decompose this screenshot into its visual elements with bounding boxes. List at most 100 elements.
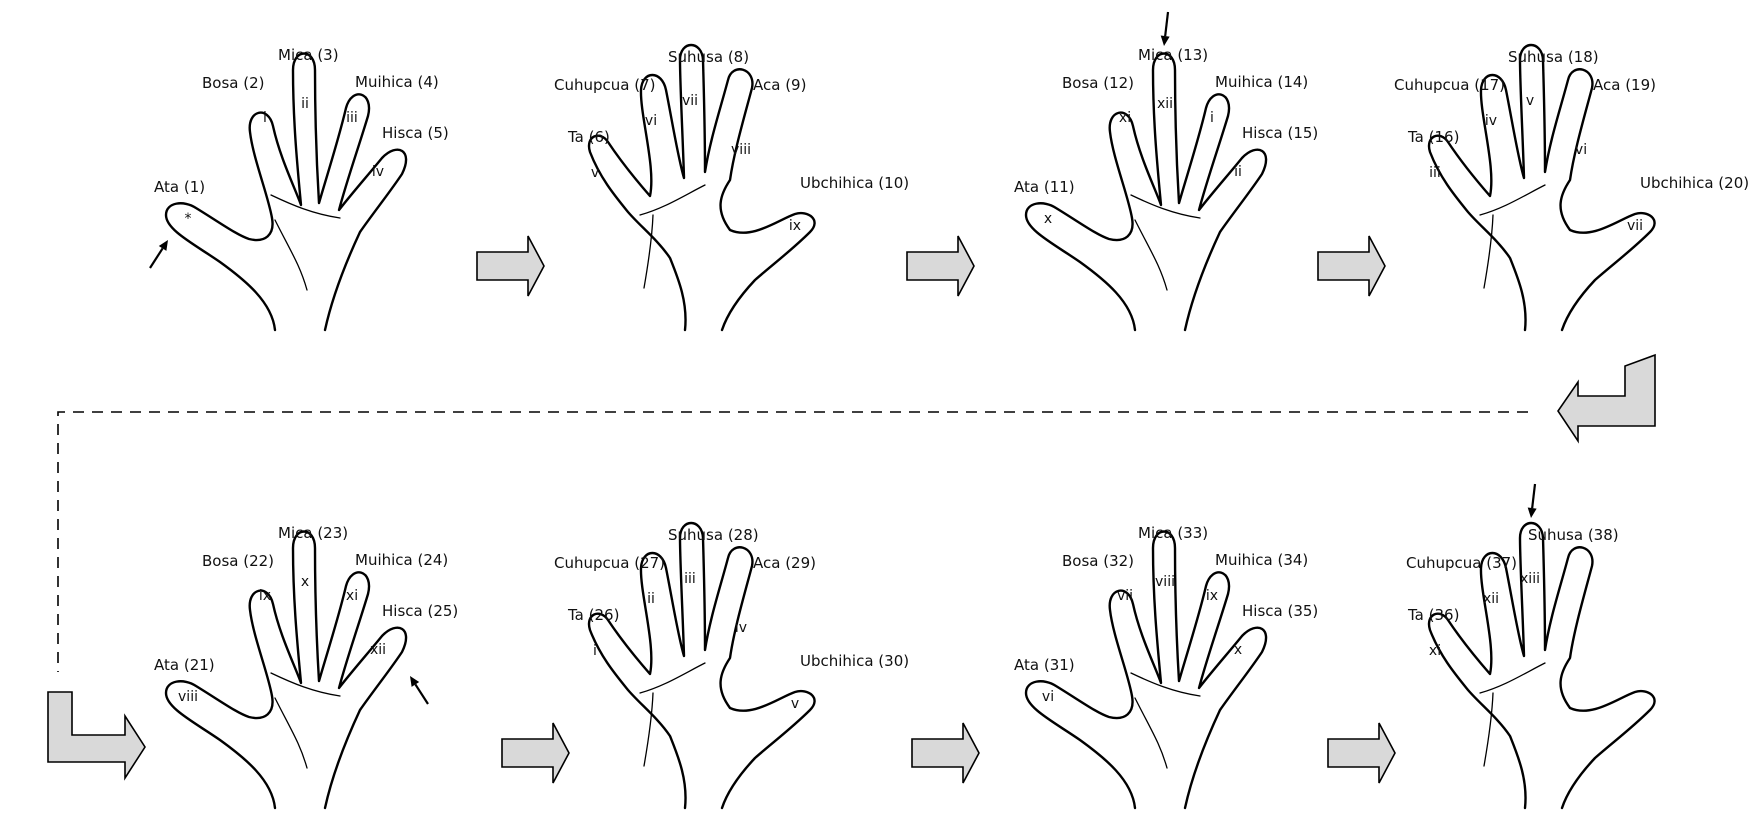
palm-crease xyxy=(643,214,654,289)
finger-label: Aca (9) xyxy=(753,76,806,94)
finger-count-mark: ix xyxy=(259,588,271,604)
finger-label: Bosa (2) xyxy=(202,74,265,92)
finger-label: Ta (16) xyxy=(1407,128,1459,146)
finger-count-mark: ix xyxy=(1206,588,1218,604)
hand-outline xyxy=(164,52,408,332)
finger-label: Ata (31) xyxy=(1014,656,1075,674)
palm-crease xyxy=(1483,692,1494,767)
finger-count-mark: vi xyxy=(1575,142,1587,158)
finger-count-mark: x xyxy=(301,574,309,590)
finger-count-mark: x xyxy=(1044,211,1052,227)
finger-label: Ubchihica (20) xyxy=(1640,174,1749,192)
finger-count-mark: xii xyxy=(1483,591,1499,607)
finger-label: Suhusa (8) xyxy=(668,48,749,66)
flow-arrow-right xyxy=(1317,235,1386,297)
palm-crease xyxy=(1130,672,1201,697)
finger-label: Cuhupcua (27) xyxy=(554,554,665,572)
finger-count-mark: xiii xyxy=(1520,571,1540,587)
hand-outline xyxy=(587,43,816,332)
finger-count-mark: vii xyxy=(1627,218,1643,234)
finger-label: Muihica (4) xyxy=(355,73,439,91)
finger-count-mark: viii xyxy=(1155,574,1175,590)
flow-arrow-right xyxy=(501,722,570,784)
flow-arrow-right xyxy=(1327,722,1396,784)
finger-label: Cuhupcua (17) xyxy=(1394,76,1505,94)
entry-arrow-right xyxy=(47,691,146,781)
finger-label: Cuhupcua (7) xyxy=(554,76,655,94)
finger-label: Muihica (34) xyxy=(1215,551,1308,569)
hand-outline xyxy=(1427,43,1656,332)
finger-count-mark: iii xyxy=(346,110,358,126)
palm-crease xyxy=(639,662,706,694)
finger-count-mark: ii xyxy=(647,591,655,607)
finger-label: Ata (21) xyxy=(154,656,215,674)
finger-count-mark: i xyxy=(593,643,597,659)
finger-label: Hisca (35) xyxy=(1242,602,1318,620)
finger-count-mark: vi xyxy=(1042,689,1054,705)
finger-label: Hisca (25) xyxy=(382,602,458,620)
finger-label: Muihica (14) xyxy=(1215,73,1308,91)
finger-label: Aca (19) xyxy=(1593,76,1656,94)
palm-crease xyxy=(1483,214,1494,289)
finger-count-mark: x xyxy=(1234,642,1242,658)
finger-count-mark: iii xyxy=(1429,165,1441,181)
hand-outline xyxy=(587,521,816,810)
finger-label: Bosa (22) xyxy=(202,552,274,570)
finger-count-mark: vii xyxy=(1117,588,1133,604)
finger-count-mark: iv xyxy=(735,620,747,636)
finger-count-mark: ii xyxy=(301,96,309,112)
finger-label: Bosa (12) xyxy=(1062,74,1134,92)
dashed-connector xyxy=(57,411,1528,672)
finger-count-mark: v xyxy=(1526,93,1534,109)
finger-count-mark: v xyxy=(791,696,799,712)
palm-crease xyxy=(1134,219,1168,291)
hand-outline xyxy=(164,530,408,810)
finger-count-mark: iv xyxy=(1485,113,1497,129)
finger-label: Aca (29) xyxy=(753,554,816,572)
finger-count-mark: i xyxy=(1210,110,1214,126)
finger-count-mark: iv xyxy=(372,164,384,180)
finger-label: Mica (3) xyxy=(278,46,339,64)
finger-count-mark: ix xyxy=(789,218,801,234)
hand-outline xyxy=(1024,530,1268,810)
finger-count-mark: xii xyxy=(1157,96,1173,112)
finger-count-mark: * xyxy=(185,211,192,227)
palm-crease xyxy=(270,194,341,219)
finger-count-mark: ii xyxy=(1234,164,1242,180)
flow-arrow-right xyxy=(906,235,975,297)
finger-label: Cuhupcua (37) xyxy=(1406,554,1517,572)
pointer-arrow xyxy=(1160,11,1170,46)
palm-crease xyxy=(1130,194,1201,219)
palm-crease xyxy=(1479,662,1546,694)
finger-count-mark: vii xyxy=(682,93,698,109)
finger-label: Suhusa (18) xyxy=(1508,48,1599,66)
finger-count-mark: viii xyxy=(178,689,198,705)
finger-count-mark: viii xyxy=(731,142,751,158)
flow-arrow-right xyxy=(476,235,545,297)
palm-crease xyxy=(274,219,308,291)
palm-crease xyxy=(643,692,654,767)
finger-count-mark: xi xyxy=(1119,110,1131,126)
hand-left: Ata (1) * Bosa (2) i Mica (3) ii Muihica (4) ii… xyxy=(149,46,449,332)
finger-count-mark: v xyxy=(591,165,599,181)
finger-count-mark: xi xyxy=(1429,643,1441,659)
finger-label: Suhusa (38) xyxy=(1528,526,1619,544)
turn-arrow-down-left xyxy=(1557,353,1656,444)
finger-label: Ubchihica (10) xyxy=(800,174,909,192)
palm-crease xyxy=(1134,697,1168,769)
finger-label: Hisca (15) xyxy=(1242,124,1318,142)
palm-crease xyxy=(1479,184,1546,216)
palm-crease xyxy=(639,184,706,216)
finger-label: Ata (1) xyxy=(154,178,205,196)
pointer-arrow xyxy=(410,676,429,705)
hand-outline xyxy=(1427,521,1656,810)
finger-count-mark: i xyxy=(263,110,267,126)
